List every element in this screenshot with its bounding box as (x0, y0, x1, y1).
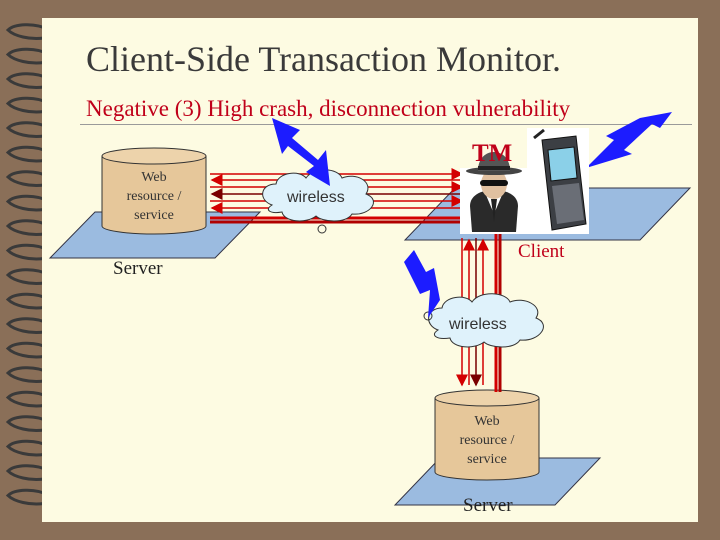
bottom-server-label: Server (463, 495, 513, 516)
slide-title: Client-Side Transaction Monitor. (86, 39, 562, 79)
client-label: Client (518, 241, 565, 262)
top-server-label: Server (113, 258, 163, 279)
cloud-top-label: wireless (287, 189, 345, 206)
lightning-bolt-icon (586, 112, 672, 168)
cloud-icon (262, 169, 374, 222)
slide-subtitle: Negative (3) High crash, disconnection v… (86, 96, 571, 121)
antenna-icon (317, 224, 327, 234)
db-text-line: service (134, 208, 174, 223)
cloud-bottom-label: wireless (449, 316, 507, 333)
db-text-line: service (467, 452, 507, 467)
title-divider (80, 124, 692, 125)
database-cylinder-icon (101, 147, 207, 235)
db-text-line: resource / (459, 433, 515, 448)
db-text-line: Web (474, 414, 500, 429)
slide-page (42, 18, 698, 522)
tm-label: TM (472, 140, 513, 167)
db-text-line: Web (141, 170, 167, 185)
antenna-icon (423, 311, 433, 321)
bottom-server-db-text: Web resource / service (437, 412, 537, 469)
database-cylinder-icon (434, 389, 540, 481)
cloud-icon (428, 293, 544, 348)
lightning-bolt-icon (272, 118, 330, 186)
db-text-line: resource / (126, 189, 182, 204)
mobile-phone-icon (527, 128, 589, 234)
top-server-db-text: Web resource / service (104, 168, 204, 225)
lightning-bolt-icon (404, 250, 440, 318)
spy-agent-icon (460, 152, 528, 234)
